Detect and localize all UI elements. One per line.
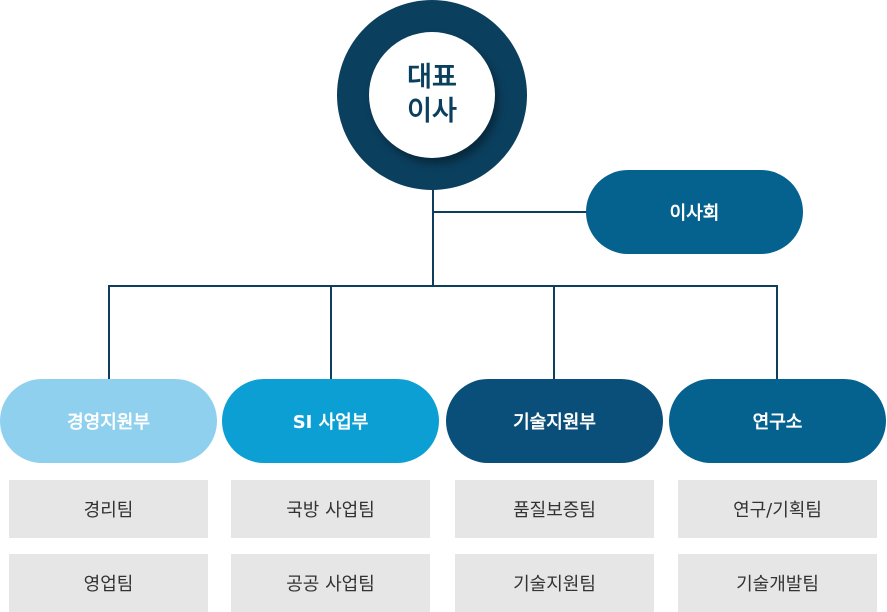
team-box: 경리팀 <box>9 480 208 538</box>
team-label: 국방 사업팀 <box>286 500 375 521</box>
dept-technical-support: 기술지원부 <box>446 379 663 463</box>
team-label: 기술지원팀 <box>513 574 596 595</box>
team-label: 공공 사업팀 <box>286 574 375 595</box>
connector-ceo-down <box>432 188 434 286</box>
dept-label: 연구소 <box>752 412 803 433</box>
connector-dept-4 <box>776 285 778 381</box>
team-label: 연구/기획팀 <box>733 500 822 521</box>
team-label: 영업팀 <box>83 574 134 595</box>
connector-board <box>432 211 588 213</box>
dept-label: 경영지원부 <box>67 412 150 433</box>
team-label: 기술개발팀 <box>736 574 819 595</box>
team-box: 공공 사업팀 <box>231 554 430 612</box>
dept-label: 기술지원부 <box>513 412 596 433</box>
team-box: 품질보증팀 <box>455 480 654 538</box>
team-box: 연구/기획팀 <box>678 480 877 538</box>
team-box: 국방 사업팀 <box>231 480 430 538</box>
dept-label: SI 사업부 <box>292 412 369 433</box>
team-box: 기술지원팀 <box>455 554 654 612</box>
connector-horizontal <box>108 285 778 287</box>
dept-management-support: 경영지원부 <box>0 379 217 463</box>
team-box: 기술개발팀 <box>678 554 877 612</box>
dept-research-lab: 연구소 <box>669 379 886 463</box>
connector-dept-2 <box>330 285 332 381</box>
ceo-label-line1: 대표 <box>407 62 457 93</box>
connector-dept-1 <box>108 285 110 381</box>
ceo-label-line2: 이사 <box>407 96 457 127</box>
connector-dept-3 <box>553 285 555 381</box>
team-label: 경리팀 <box>83 500 134 521</box>
team-label: 품질보증팀 <box>513 500 596 521</box>
board-label: 이사회 <box>669 203 720 224</box>
ceo-node: 대표 이사 <box>337 0 527 190</box>
dept-si-business: SI 사업부 <box>222 379 439 463</box>
ceo-node-inner: 대표 이사 <box>369 32 495 158</box>
team-box: 영업팀 <box>9 554 208 612</box>
board-node: 이사회 <box>586 170 803 254</box>
